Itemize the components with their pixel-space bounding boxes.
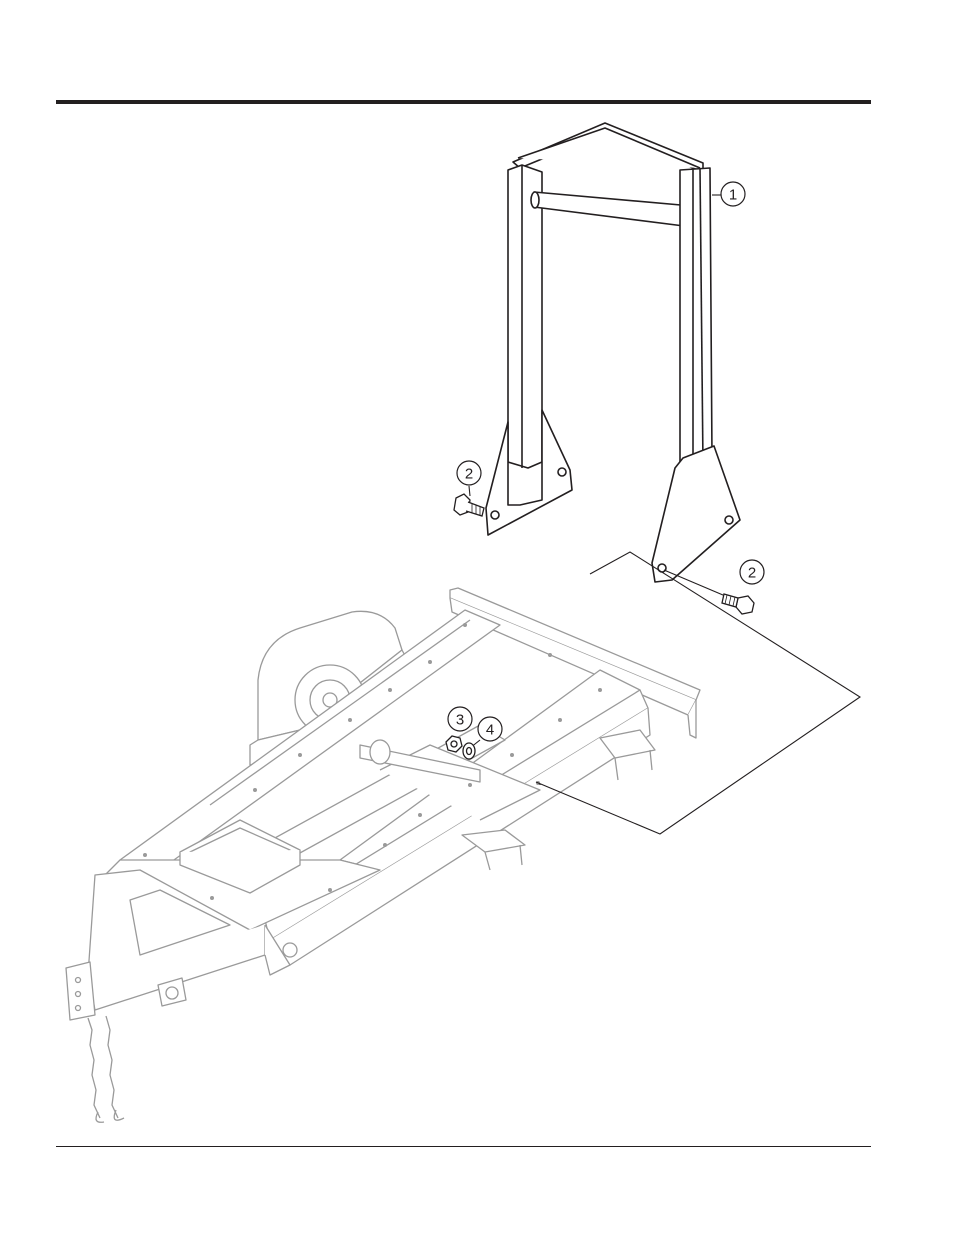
safety-chains (88, 1016, 124, 1122)
carrier-stand (486, 123, 740, 582)
svg-text:2: 2 (465, 466, 473, 483)
callout-2a: 2 (457, 461, 481, 485)
hex-bolt-right (722, 594, 754, 614)
flat-washer (463, 743, 475, 759)
footer-rule (56, 1146, 871, 1147)
callout-3: 3 (448, 707, 472, 731)
callout-1: 1 (721, 182, 745, 206)
svg-text:1: 1 (729, 187, 737, 204)
trailer-frame (66, 588, 700, 1020)
callout-4: 4 (478, 717, 502, 741)
callout-2b: 2 (740, 560, 764, 584)
svg-text:3: 3 (456, 712, 464, 729)
hex-bolt-upper-left (454, 494, 484, 516)
svg-text:2: 2 (748, 565, 756, 582)
svg-text:4: 4 (486, 722, 494, 739)
